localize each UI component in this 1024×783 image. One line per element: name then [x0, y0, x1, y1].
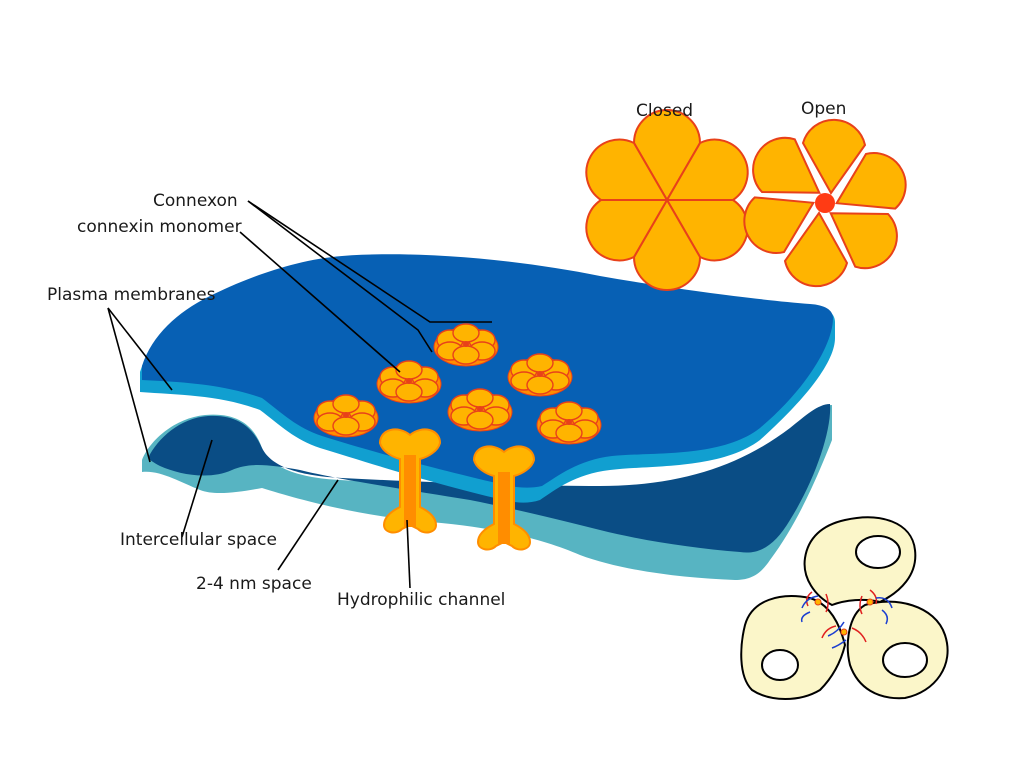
top-plasma-membrane	[140, 254, 835, 503]
label-connexin-monomer: connexin monomer	[77, 217, 242, 237]
cell-left-nucleus	[761, 649, 799, 681]
cell-right-nucleus	[882, 642, 928, 678]
label-closed: Closed	[636, 101, 693, 121]
label-plasma-membranes: Plasma membranes	[47, 285, 216, 305]
label-open: Open	[801, 99, 846, 119]
open-connexon-icon	[743, 118, 907, 288]
leader-lines	[107, 200, 492, 589]
bottom-membrane-surface	[148, 404, 831, 553]
top-membrane-surface	[142, 254, 833, 488]
cell-top-nucleus	[855, 535, 901, 569]
coupled-cells-illustration	[740, 516, 949, 700]
label-intercellular-space: Intercellular space	[120, 530, 277, 550]
label-space-width: 2-4 nm space	[196, 574, 312, 594]
closed-connexon-icon	[585, 109, 749, 291]
cell-left	[740, 595, 847, 700]
label-hydrophilic-channel: Hydrophilic channel	[337, 590, 505, 610]
label-connexon: Connexon	[153, 191, 238, 211]
cell-signals	[800, 589, 893, 649]
